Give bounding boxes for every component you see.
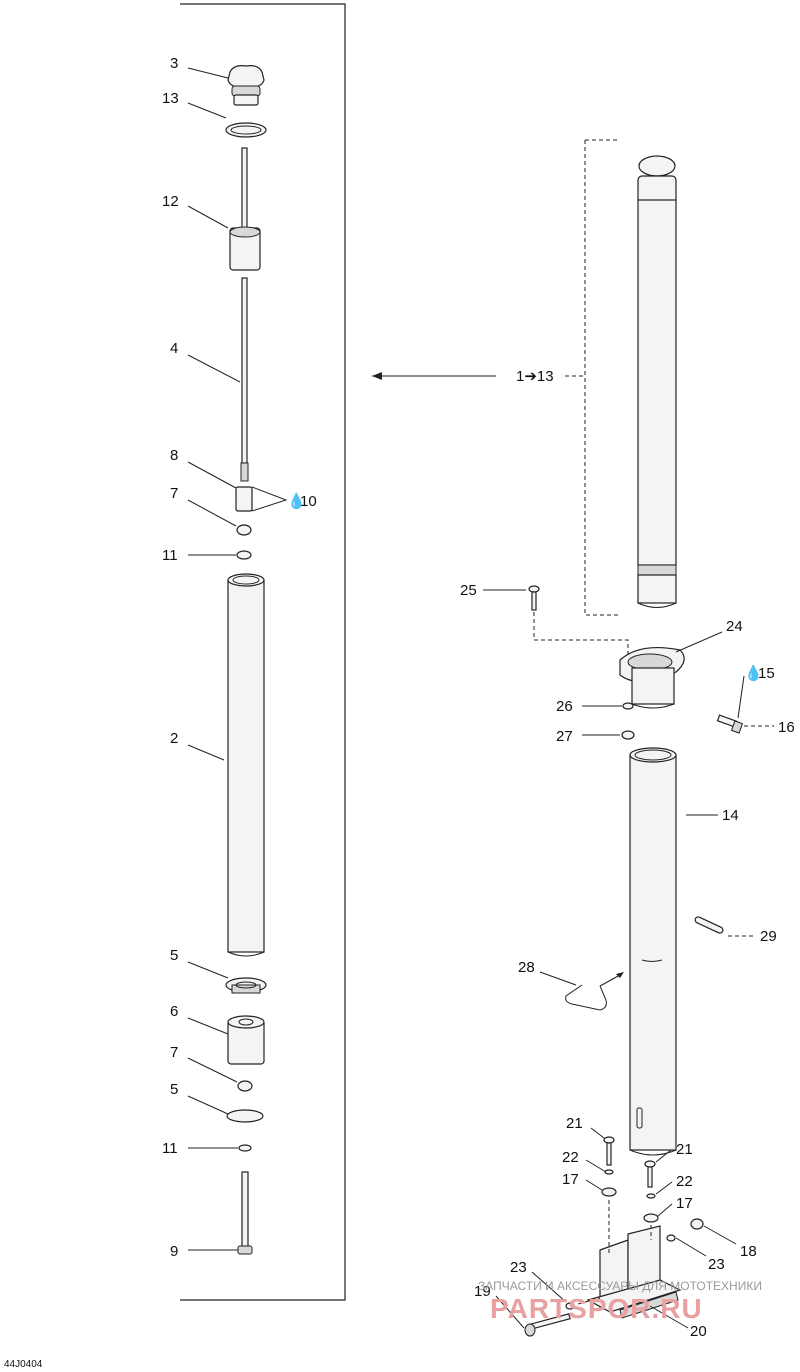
- label-part-21-right: 21: [676, 1141, 693, 1158]
- part-rod-upper: [241, 147, 248, 231]
- label-part-17-right: 17: [676, 1195, 693, 1212]
- part-7-nut-lower: [237, 1080, 253, 1092]
- part-2-tube: [227, 573, 265, 957]
- label-part-2: 2: [170, 730, 178, 747]
- part-9-bolt: [237, 1171, 253, 1255]
- label-part-11-lower: 11: [162, 1140, 178, 1157]
- label-part-15: 15: [758, 665, 775, 682]
- drop-icon-15: 💧: [744, 664, 763, 682]
- label-part-29: 29: [760, 928, 777, 945]
- label-part-11-upper: 11: [162, 547, 178, 564]
- part-24-mount-flange: [619, 646, 685, 709]
- label-part-17-left: 17: [562, 1171, 579, 1188]
- part-4-rod: [241, 277, 248, 464]
- label-part-14: 14: [722, 807, 739, 824]
- part-17-washer-left: [601, 1187, 617, 1197]
- label-part-18: 18: [740, 1243, 757, 1260]
- label-part-22-left: 22: [562, 1149, 579, 1166]
- label-part-10: 10: [300, 493, 317, 510]
- label-part-3: 3: [170, 55, 178, 72]
- label-part-27: 27: [556, 728, 573, 745]
- part-22-washer-left: [604, 1169, 614, 1175]
- part-23-washer-left: [565, 1302, 575, 1310]
- label-part-21-left: 21: [566, 1115, 583, 1132]
- part-6-bumper: [227, 1015, 265, 1065]
- diagram-code: 44J0404: [4, 1359, 43, 1370]
- part-19-bolt: [524, 1313, 571, 1337]
- drop-icon-10: 💧: [287, 492, 306, 510]
- left-assembly-bracket: [180, 3, 346, 1301]
- part-3-cap: [227, 65, 265, 106]
- label-part-20: 20: [690, 1323, 707, 1340]
- label-part-24: 24: [726, 618, 743, 635]
- part-28-clip: [565, 984, 607, 1011]
- part-upper-assembly-tube: [637, 155, 677, 608]
- label-part-26: 26: [556, 698, 573, 715]
- part-23-washer-right: [666, 1234, 676, 1242]
- label-part-7-lower: 7: [170, 1044, 178, 1061]
- part-18-nut: [690, 1218, 704, 1230]
- label-part-6: 6: [170, 1003, 178, 1020]
- part-5-plate-lower: [226, 1109, 264, 1123]
- label-part-23-left: 23: [510, 1259, 527, 1276]
- label-part-5-upper: 5: [170, 947, 178, 964]
- part-22-washer-right: [646, 1193, 656, 1199]
- part-29-pin: [694, 916, 724, 934]
- label-part-9: 9: [170, 1243, 178, 1260]
- part-12-bushing: [229, 226, 261, 271]
- right-assembly-bracket: [565, 139, 620, 616]
- part-20-mounting-bracket: [586, 1225, 682, 1319]
- part-25-screw: [528, 585, 540, 611]
- part-21-bolt-right: [644, 1160, 656, 1188]
- label-part-19: 19: [474, 1283, 491, 1300]
- arrow-left-icon: [372, 372, 382, 380]
- part-13-o-ring: [225, 122, 267, 138]
- label-part-25: 25: [460, 582, 477, 599]
- part-14-main-tube: [629, 747, 677, 1156]
- part-5-cup-upper: [225, 977, 267, 994]
- label-part-22-right: 22: [676, 1173, 693, 1190]
- label-part-23-right: 23: [708, 1256, 725, 1273]
- label-part-1-to-13: 1➔13: [516, 368, 554, 385]
- part-26-washer: [622, 702, 634, 710]
- part-11-washer-lower: [238, 1144, 252, 1152]
- part-21-bolt-left: [603, 1136, 615, 1166]
- part-27-nut: [621, 730, 635, 740]
- watermark-logo: PARTSPOR.RU: [490, 1293, 703, 1324]
- part-16-bolt: [716, 714, 744, 734]
- label-part-4: 4: [170, 340, 178, 357]
- label-part-12: 12: [162, 193, 179, 210]
- watermark-caption: ЗАПЧАСТИ И АКСЕССУАРЫ ДЛЯ МОТОТЕХНИКИ: [478, 1279, 762, 1293]
- part-11-washer-upper: [236, 550, 252, 560]
- part-8-coupler: [235, 486, 253, 512]
- label-part-28: 28: [518, 959, 535, 976]
- label-part-16: 16: [778, 719, 795, 736]
- part-17-washer-right: [643, 1213, 659, 1223]
- label-part-8: 8: [170, 447, 178, 464]
- part-7-nut-upper: [236, 524, 252, 536]
- label-part-7-upper: 7: [170, 485, 178, 502]
- arrow-into-tube-icon: [616, 972, 624, 978]
- label-part-13: 13: [162, 90, 179, 107]
- label-part-5-lower: 5: [170, 1081, 178, 1098]
